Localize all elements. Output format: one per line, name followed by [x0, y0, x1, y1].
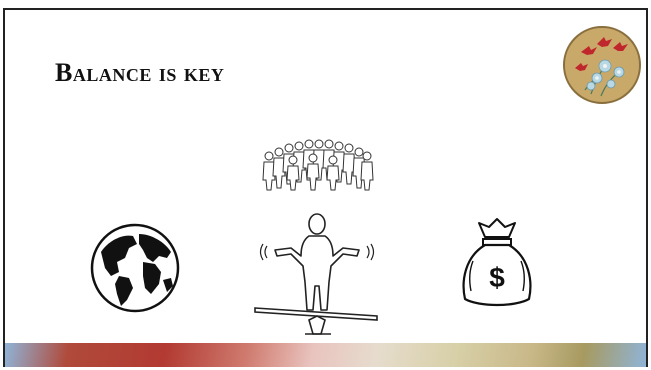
- slide: Balance is key: [3, 8, 648, 367]
- birds-and-flowers-logo: [563, 26, 641, 104]
- money-bag-icon: $: [462, 218, 532, 307]
- footer-gradient-bar: [5, 343, 646, 367]
- svg-text:$: $: [489, 262, 505, 293]
- globe-icon: [90, 223, 180, 313]
- crowd-of-people-icon: [262, 139, 374, 191]
- slide-title: Balance is key: [55, 58, 225, 87]
- person-balancing-on-seesaw-icon: [254, 213, 378, 335]
